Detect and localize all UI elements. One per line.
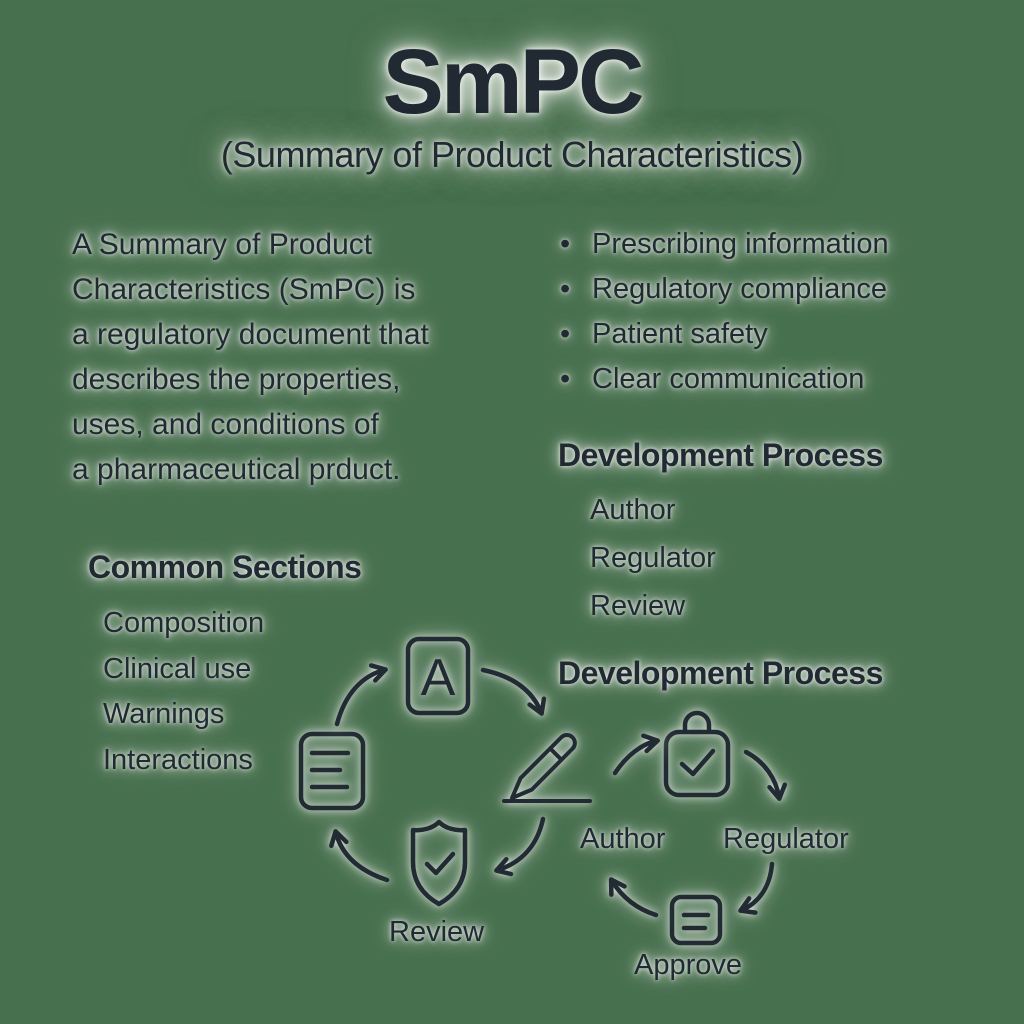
diagram-label-approve: Approve bbox=[634, 949, 743, 981]
page-title: SmPC bbox=[382, 31, 645, 133]
arrow-regulator-to-approve bbox=[738, 861, 775, 915]
pencil-icon bbox=[498, 722, 596, 808]
clipboard-check-icon bbox=[662, 708, 734, 800]
bullet-icon: • bbox=[560, 273, 571, 305]
benefit-label: Clear communication bbox=[592, 363, 865, 395]
benefit-label: Patient safety bbox=[592, 318, 768, 350]
description-line: a regulatory document that bbox=[72, 318, 429, 351]
arrow-pencil-to-shield bbox=[494, 816, 546, 877]
arrow-approve-to-author bbox=[608, 877, 659, 918]
list-item: Interactions bbox=[103, 743, 253, 776]
bullet-icon: • bbox=[560, 318, 571, 350]
development-process-list: Author Regulator Review bbox=[590, 486, 716, 630]
list-item: • Clear communication bbox=[560, 357, 889, 402]
arrow-a-to-pencil bbox=[480, 667, 547, 716]
description-line: describes the properties, bbox=[72, 363, 401, 396]
arrow-doc-to-a bbox=[334, 663, 388, 727]
diagram-label-regulator: Regulator bbox=[723, 823, 849, 855]
document-a-icon: A bbox=[405, 636, 471, 716]
common-sections-heading: Common Sections bbox=[88, 549, 362, 585]
page-subtitle: (Summary of Product Characteristics) bbox=[220, 134, 804, 175]
description-line: A Summary of Product bbox=[72, 228, 373, 261]
list-item: Review bbox=[590, 590, 686, 622]
bullet-icon: • bbox=[560, 363, 571, 395]
description-paragraph: A Summary of Product Characteristics (Sm… bbox=[72, 222, 429, 492]
benefit-label: Regulatory compliance bbox=[592, 273, 887, 305]
list-item: • Regulatory compliance bbox=[560, 267, 889, 312]
arrow-clipboard-to-regulator bbox=[743, 749, 788, 801]
benefits-list: • Prescribing information • Regulatory c… bbox=[560, 222, 889, 402]
shield-check-icon bbox=[403, 818, 475, 908]
arrow-author-to-clipboard bbox=[612, 733, 660, 776]
letter-a: A bbox=[421, 649, 456, 707]
list-item: Composition bbox=[103, 607, 265, 639]
description-line: uses, and conditions of bbox=[72, 408, 379, 441]
list-item: Regulator bbox=[590, 542, 716, 574]
benefit-label: Prescribing information bbox=[592, 228, 889, 260]
arrow-shield-to-doc bbox=[329, 829, 390, 883]
list-item: • Prescribing information bbox=[560, 222, 889, 267]
development-process-heading: Development Process bbox=[558, 437, 883, 473]
document-lines-icon bbox=[298, 731, 366, 811]
approve-note-icon bbox=[669, 894, 725, 948]
list-item: Clinical use bbox=[103, 652, 252, 685]
description-line: Characteristics (SmPC) is bbox=[72, 273, 416, 306]
development-process-diagram-heading: Development Process bbox=[558, 655, 883, 691]
description-line: a pharmaceutical prduct. bbox=[72, 453, 401, 486]
list-item: • Patient safety bbox=[560, 312, 889, 357]
diagram-label-author: Author bbox=[580, 823, 666, 855]
list-item: Author bbox=[590, 494, 676, 526]
common-sections-list: Composition Clinical use Warnings Intera… bbox=[103, 601, 264, 783]
list-item: Warnings bbox=[103, 698, 225, 730]
bullet-icon: • bbox=[560, 228, 571, 260]
diagram-label-review: Review bbox=[389, 916, 485, 948]
